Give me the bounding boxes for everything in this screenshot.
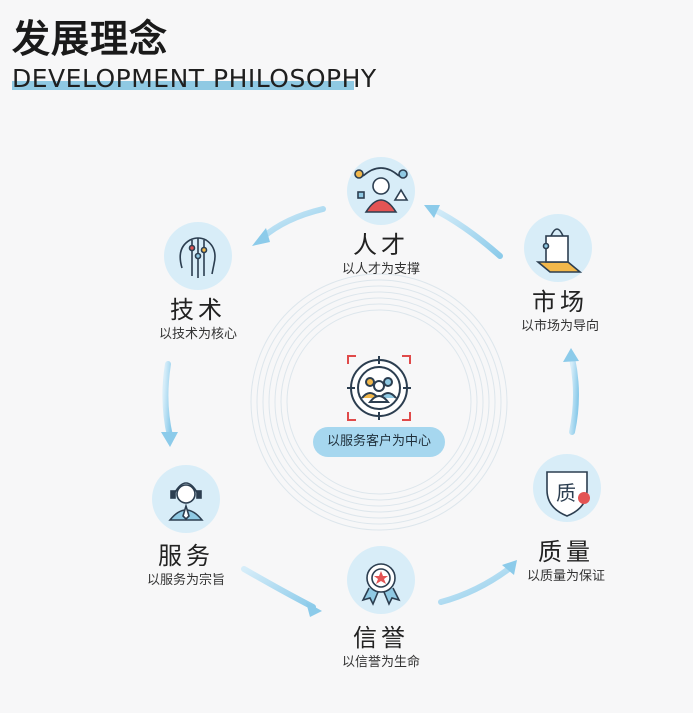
page-title: 发展理念 [12,17,169,61]
node-subtitle: 以市场为导向 [520,319,600,334]
node-talent: 人才 以人才为支撑 [342,231,420,279]
person-network-icon [354,167,409,213]
shopping-bag-icon [535,228,583,273]
arrowhead-market [563,348,579,362]
arrow-heads [161,205,579,617]
arrow-technology-to-service [162,361,173,439]
node-subtitle: 以信誉为生命 [341,655,421,670]
subtitle-underline [12,81,354,90]
arrow-quality-to-market [569,355,579,435]
arrowhead-talent [424,205,440,218]
center-label: 以服务客户为中心 [313,427,445,457]
node-technology: 技术 以技术为核心 [159,296,237,344]
arrow-talent-to-technology [259,206,326,241]
award-medal-icon [361,563,401,606]
quality-icon-char: 质 [556,481,576,505]
node-title: 人才 [352,231,409,259]
node-service: 服务 以服务为宗旨 [147,542,225,590]
concentric-rings [250,273,508,531]
node-subtitle: 以技术为核心 [158,327,238,342]
node-subtitle: 以服务为宗旨 [146,573,226,588]
arrow-market-to-talent [430,206,503,259]
node-market: 市场 以市场为导向 [521,288,599,336]
arrowhead-service [161,432,178,447]
quality-shield-icon [546,471,590,517]
node-reputation: 信誉 以信誉为生命 [342,624,420,672]
page-subtitle-group: DEVELOPMENT PHILOSOPHY [12,64,377,94]
arrow-service-to-reputation [241,566,316,610]
node-subtitle: 以人才为支撑 [341,262,421,277]
node-title: 技术 [169,296,226,324]
headset-agent-icon [168,482,204,521]
node-title: 质量 [537,538,594,566]
arrow-reputation-to-quality [438,565,513,605]
center-target-icon [347,355,411,421]
node-quality: 质量 以质量为保证 [527,538,605,586]
circuit-head-icon [179,237,216,278]
arrowhead-reputation [306,602,322,617]
node-title: 服务 [157,542,214,570]
node-title: 信誉 [352,624,409,652]
arrowhead-technology [252,228,270,246]
page-subtitle: DEVELOPMENT PHILOSOPHY [12,64,377,93]
arrowhead-quality [502,560,517,575]
node-title: 市场 [531,288,588,316]
node-subtitle: 以质量为保证 [526,569,606,584]
